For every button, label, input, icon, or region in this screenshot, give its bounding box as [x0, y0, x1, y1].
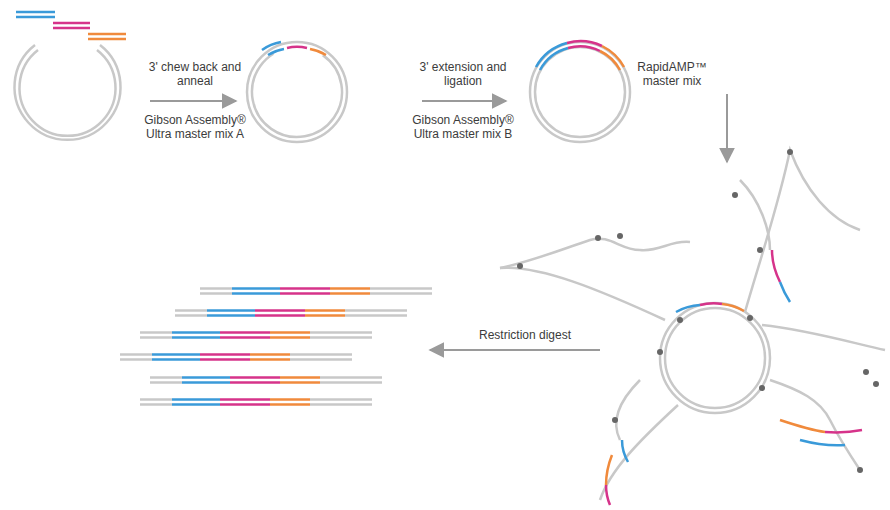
dna-strand	[230, 381, 280, 384]
dna-strand	[200, 287, 232, 290]
dna-strand	[140, 331, 172, 334]
dna-strand	[280, 287, 330, 290]
dna-strand	[310, 336, 372, 339]
dna-strand	[232, 287, 280, 290]
dna-strand	[320, 376, 382, 379]
dna-strand	[290, 353, 352, 356]
step-label: 3' extension and ligation	[408, 60, 518, 88]
dna-strand	[140, 403, 172, 406]
dna-strand	[250, 358, 290, 361]
dna-strand	[140, 398, 172, 401]
dna-strand	[270, 398, 310, 401]
dna-strand	[207, 314, 255, 317]
dna-strand	[200, 292, 232, 295]
step-label: RapidAMP™ master mix	[622, 60, 722, 88]
dna-strand	[232, 292, 280, 295]
dna-strand	[150, 376, 182, 379]
dna-strand	[250, 353, 290, 356]
dna-strand	[172, 331, 220, 334]
dna-strand	[305, 314, 345, 317]
dna-strand	[255, 314, 305, 317]
reagent-label: Gibson Assembly® Ultra master mix B	[398, 113, 528, 141]
dna-strand	[310, 398, 372, 401]
rolling-circle-product	[500, 150, 885, 500]
dna-strand	[175, 314, 207, 317]
dna-strand	[370, 287, 432, 290]
dna-strand	[120, 358, 152, 361]
annealed-circle	[234, 29, 359, 154]
dna-strand	[200, 353, 250, 356]
dna-strand	[152, 358, 200, 361]
dna-strand	[310, 331, 372, 334]
dna-strand	[175, 309, 207, 312]
dna-strand	[152, 353, 200, 356]
dna-strand	[172, 403, 220, 406]
dna-fragments	[16, 12, 126, 39]
dna-strand	[150, 381, 182, 384]
dna-strand	[172, 398, 220, 401]
dna-strand	[270, 336, 310, 339]
dna-strand	[220, 398, 270, 401]
ligated-circle	[530, 41, 630, 142]
dna-strand	[207, 309, 255, 312]
dna-strand	[182, 376, 230, 379]
dna-strand	[280, 381, 320, 384]
rca-colored-segments	[606, 250, 862, 505]
dna-strand	[120, 353, 152, 356]
dna-strand	[280, 292, 330, 295]
reagent-label: Gibson Assembly® Ultra master mix A	[130, 113, 260, 141]
step-label: Restriction digest	[455, 328, 595, 342]
dna-strand	[270, 331, 310, 334]
dna-strand	[305, 309, 345, 312]
dna-strand	[310, 403, 372, 406]
dna-strand	[270, 403, 310, 406]
dna-strand	[140, 336, 172, 339]
dna-strand	[320, 381, 382, 384]
primer-dots	[517, 149, 879, 473]
dna-strand	[345, 314, 407, 317]
dna-strand	[330, 287, 370, 290]
dna-strand	[330, 292, 370, 295]
vector-circle	[14, 45, 120, 140]
dna-strand	[370, 292, 432, 295]
dna-strand	[220, 336, 270, 339]
dna-strand	[290, 358, 352, 361]
dna-strand	[280, 376, 320, 379]
dna-strand	[255, 309, 305, 312]
dna-strand	[345, 309, 407, 312]
dna-strand	[200, 358, 250, 361]
linear-products	[120, 289, 432, 405]
step-label: 3' chew back and anneal	[140, 60, 250, 88]
dna-strand	[220, 331, 270, 334]
dna-strand	[220, 403, 270, 406]
dna-strand	[182, 381, 230, 384]
dna-strand	[172, 336, 220, 339]
dna-strand	[230, 376, 280, 379]
